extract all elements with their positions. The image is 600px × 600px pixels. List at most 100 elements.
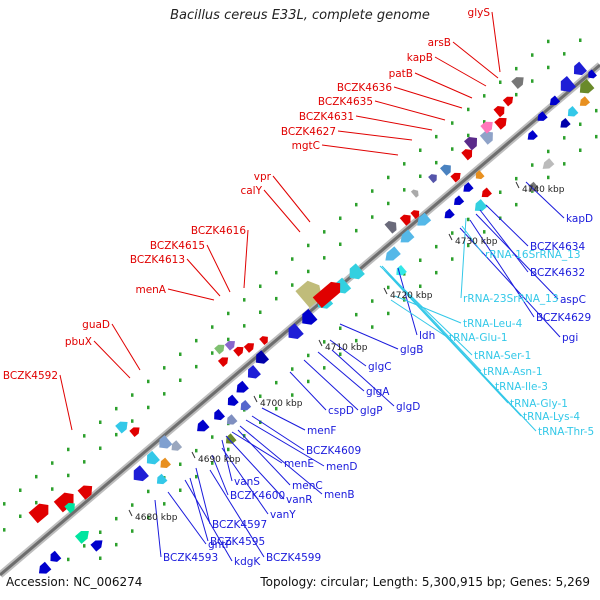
gene-feature-arrow: [461, 149, 473, 161]
tick-dot: [547, 39, 550, 44]
rna-gene-label[interactable]: tRNA-Ile-3: [495, 381, 548, 393]
gene-feature-arrow: [417, 212, 432, 226]
reverse-gene-label[interactable]: glgP: [360, 405, 383, 417]
reverse-gene-label[interactable]: pgi: [562, 332, 578, 344]
ruler-label: 4730 kbp: [455, 237, 498, 247]
reverse-gene-label[interactable]: BCZK4593: [163, 552, 218, 564]
reverse-gene-label[interactable]: BCZK4632: [530, 267, 585, 279]
forward-gene-label[interactable]: BCZK4615: [150, 240, 205, 252]
ruler-label: 4680 kbp: [135, 513, 178, 523]
reverse-gene-label[interactable]: BCZK4595: [210, 536, 265, 548]
tick-dot: [483, 230, 486, 234]
forward-gene-label[interactable]: BCZK4627: [281, 126, 336, 138]
reverse-gene-label[interactable]: BCZK4609: [306, 445, 361, 457]
tick-dot: [83, 544, 86, 548]
forward-gene-label[interactable]: glyS: [468, 7, 491, 19]
forward-gene-leader-line: [337, 130, 413, 141]
reverse-gene-label[interactable]: menB: [324, 489, 355, 501]
reverse-gene-label[interactable]: aspC: [560, 294, 586, 306]
reverse-gene-label[interactable]: BCZK4599: [266, 552, 321, 564]
ruler-tick: [318, 339, 323, 347]
rna-gene-label[interactable]: tRNA-Ser-1: [474, 350, 531, 362]
reverse-gene-label[interactable]: vanS: [234, 476, 260, 488]
gene-feature-arrow: [475, 170, 485, 180]
ruler-tick: [515, 181, 520, 189]
reverse-gene-label[interactable]: ldh: [419, 330, 435, 342]
rna-gene-label[interactable]: rRNA-16SrRNA_13: [485, 249, 581, 261]
tick-dot: [355, 228, 358, 233]
reverse-gene-label[interactable]: glgB: [400, 344, 423, 356]
reverse-gene-label[interactable]: vanR: [286, 494, 313, 506]
forward-gene-label[interactable]: BCZK4636: [337, 82, 392, 94]
reverse-gene-leader-line: [485, 204, 529, 247]
ruler-label: 4700 kbp: [260, 399, 303, 409]
reverse-gene-label[interactable]: glgC: [368, 361, 392, 373]
reverse-gene-label[interactable]: glgD: [396, 401, 420, 413]
reverse-gene-leader-line: [237, 429, 291, 486]
gene-feature-arrow: [217, 357, 229, 367]
tick-dot: [547, 65, 550, 70]
reverse-gene-label[interactable]: BCZK4629: [536, 312, 591, 324]
rna-gene-label[interactable]: tRNA-Leu-4: [463, 318, 523, 330]
tick-dot: [291, 257, 294, 261]
gene-feature-arrow: [428, 174, 437, 184]
gene-feature-arrow: [537, 111, 548, 121]
rna-gene-label[interactable]: tRNA-Asn-1: [483, 366, 543, 378]
reverse-gene-label[interactable]: glgA: [366, 386, 390, 398]
reverse-gene-label[interactable]: gntP: [208, 539, 232, 551]
forward-gene-label[interactable]: BCZK4613: [130, 254, 185, 266]
reverse-gene-label[interactable]: menF: [307, 425, 336, 437]
forward-gene-label[interactable]: vpr: [254, 171, 272, 183]
reverse-gene-label[interactable]: menE: [284, 458, 314, 470]
tick-dot: [579, 122, 582, 126]
accession-text: Accession: NC_006274: [6, 575, 143, 589]
forward-gene-label[interactable]: mgtC: [292, 140, 320, 152]
forward-gene-label[interactable]: BCZK4635: [318, 96, 373, 108]
tick-dot: [435, 270, 438, 275]
forward-gene-label[interactable]: arsB: [428, 37, 451, 49]
forward-gene-label[interactable]: menA: [135, 284, 166, 296]
forward-gene-label[interactable]: patB: [389, 68, 413, 80]
gene-feature-arrow: [74, 530, 89, 544]
gene-feature-arrow: [450, 172, 461, 183]
reverse-gene-label[interactable]: kdgK: [234, 556, 261, 568]
reverse-gene-label[interactable]: BCZK4634: [530, 241, 585, 253]
tick-dot: [179, 352, 182, 356]
reverse-gene-label[interactable]: menC: [292, 480, 323, 492]
forward-gene-label[interactable]: BCZK4631: [299, 111, 354, 123]
forward-gene-label[interactable]: pbuX: [65, 336, 92, 348]
gene-feature-arrow: [171, 440, 183, 451]
reverse-gene-label[interactable]: BCZK4600: [230, 490, 285, 502]
tick-dot: [163, 502, 166, 506]
forward-gene-label[interactable]: calY: [240, 185, 262, 197]
tick-dot: [83, 460, 86, 464]
forward-gene-label[interactable]: BCZK4616: [191, 225, 246, 237]
reverse-gene-label[interactable]: BCZK4597: [212, 519, 267, 531]
forward-gene-label[interactable]: guaD: [82, 319, 110, 331]
reverse-gene-label[interactable]: cspD: [328, 405, 354, 417]
reverse-gene-label[interactable]: menD: [326, 461, 357, 473]
tick-dot: [291, 393, 294, 397]
tick-dot: [387, 285, 390, 290]
reverse-gene-leader-line: [221, 447, 269, 515]
forward-gene-label[interactable]: kapB: [407, 52, 433, 64]
tick-dot: [307, 379, 310, 384]
tick-dot: [547, 149, 550, 154]
gene-feature-arrow: [400, 229, 415, 243]
reverse-gene-leader-line: [209, 469, 265, 558]
tick-dot: [195, 474, 198, 479]
rna-gene-label[interactable]: tRNA-Lys-4: [523, 411, 580, 423]
gene-feature-arrow: [226, 414, 238, 425]
rna-gene-label[interactable]: tRNA-Glu-1: [449, 332, 508, 344]
forward-gene-label[interactable]: BCZK4592: [3, 370, 58, 382]
tick-dot: [115, 542, 118, 547]
rna-gene-label[interactable]: tRNA-Thr-5: [538, 426, 594, 438]
rna-gene-label[interactable]: rRNA-23SrRNA_13: [463, 293, 559, 305]
reverse-gene-label[interactable]: kapD: [566, 213, 593, 225]
reverse-gene-label[interactable]: vanY: [270, 509, 296, 521]
forward-gene-leader-line: [434, 56, 487, 87]
gene-feature-arrow: [159, 435, 173, 449]
rna-gene-label[interactable]: tRNA-Gly-1: [510, 398, 568, 410]
tick-dot: [259, 420, 262, 424]
